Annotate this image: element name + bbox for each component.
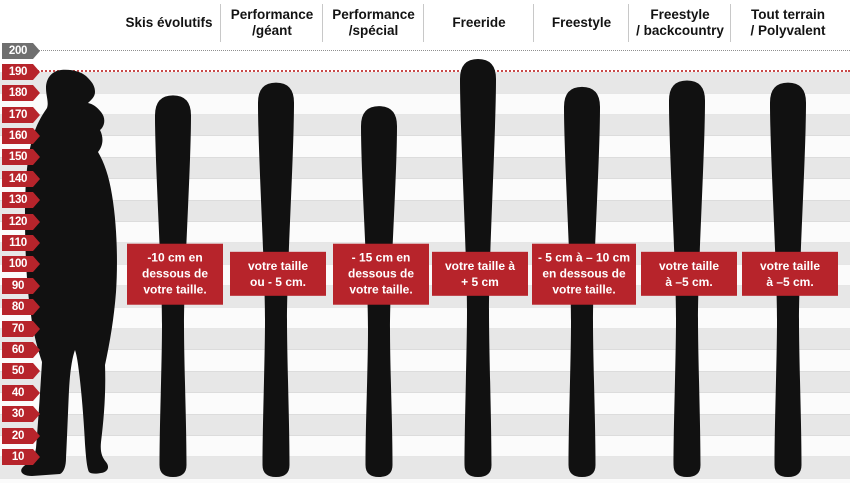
scale-tag-70: 70 — [2, 320, 40, 337]
recommendation-box-6: votre taille à –5 cm. — [742, 251, 838, 297]
column-label-tout-terrain: Tout terrain / Polyvalent — [730, 4, 845, 42]
recommendation-box-3: votre taille à + 5 cm — [432, 251, 528, 297]
recommendation-box-2: - 15 cm en dessous de votre taille. — [333, 243, 429, 305]
column-label-freestyle: Freestyle — [533, 4, 629, 42]
column-label-freeride: Freeride — [423, 4, 534, 42]
scale-tag-180: 180 — [2, 85, 40, 102]
column-label-performance-geant: Performance /géant — [220, 4, 323, 42]
scale-tag-140: 140 — [2, 170, 40, 187]
person-silhouette — [21, 69, 117, 477]
scale-tag-100: 100 — [2, 256, 40, 273]
scale-tag-130: 130 — [2, 192, 40, 209]
scale-tag-170: 170 — [2, 106, 40, 123]
line-200cm — [33, 50, 850, 51]
reference-line-190cm — [34, 70, 850, 72]
column-label-performance-special: Performance /spécial — [322, 4, 424, 42]
scale-tag-20: 20 — [2, 427, 40, 444]
recommendation-box-5: votre taille à –5 cm. — [641, 251, 737, 297]
column-label-freestyle-backcountry: Freestyle / backcountry — [628, 4, 731, 42]
scale-tag-80: 80 — [2, 299, 40, 316]
scale-tag-60: 60 — [2, 342, 40, 359]
scale-tag-160: 160 — [2, 128, 40, 145]
recommendation-box-4: - 5 cm à – 10 cm en dessous de votre tai… — [532, 243, 636, 305]
recommendation-box-1: votre taille ou - 5 cm. — [230, 251, 326, 297]
scale-tag-90: 90 — [2, 277, 40, 294]
scale-tag-40: 40 — [2, 384, 40, 401]
scale-tag-190: 190 — [2, 63, 40, 80]
scale-tag-120: 120 — [2, 213, 40, 230]
column-label-skis-evolutifs: Skis évolutifs — [125, 14, 213, 30]
scale-tag-30: 30 — [2, 406, 40, 423]
scale-tag-10: 10 — [2, 449, 40, 465]
scale-tag-50: 50 — [2, 363, 40, 380]
scale-tag-200: 200 — [2, 42, 40, 59]
category-header-row: Skis évolutifs Performance /géant Perfor… — [0, 0, 850, 46]
scale-tag-150: 150 — [2, 149, 40, 166]
scale-tag-110: 110 — [2, 235, 40, 252]
recommendation-box-0: -10 cm en dessous de votre taille. — [127, 243, 223, 305]
